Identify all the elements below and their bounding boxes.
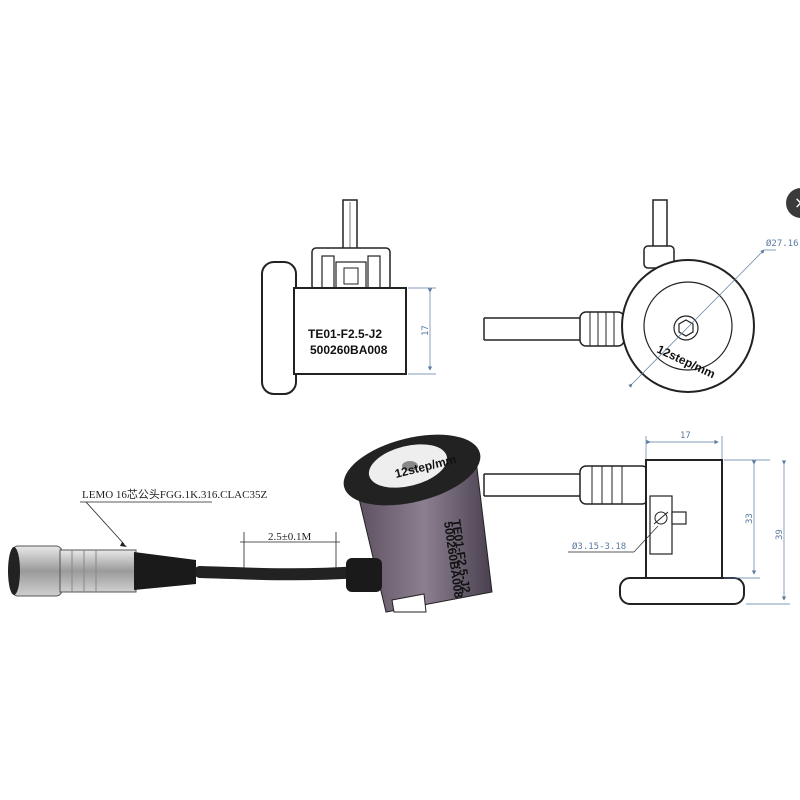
bottom-view: 17 33 39 Ø3.15-3.18: [483, 431, 790, 605]
bottom-height-dim-inner: 33: [745, 513, 755, 524]
photo-encoder-body: TE01-F2.5-J2 500260BA008 12step/mm: [343, 434, 493, 613]
front-view: TE01-F2.5-J2 500260BA008 17: [261, 199, 436, 395]
bottom-hole-dim: Ø3.15-3.18: [572, 541, 626, 552]
product-photo: LEMO 16芯公头FGG.1K.316.CLAC35Z 2.5±0.1M TE…: [8, 434, 493, 613]
close-button[interactable]: ×: [786, 188, 800, 218]
photo-cable-dim: 2.5±0.1M: [268, 531, 312, 543]
front-body: [293, 287, 407, 375]
bottom-height-dim-outer: 39: [775, 529, 785, 540]
connector-callout: LEMO 16芯公头FGG.1K.316.CLAC35Z: [82, 487, 267, 501]
front-height-dim: 17: [421, 325, 431, 336]
hex-socket-icon: [678, 319, 694, 337]
photo-lemo-connector: [8, 545, 196, 597]
front-label-line1: TE01-F2.5-J2: [308, 327, 382, 341]
bottom-cable-sleeve: [579, 465, 649, 505]
front-wheel: [261, 261, 297, 395]
front-label-line2: 500260BA008: [310, 343, 388, 357]
side-view: 12step/mm Ø27.16: [483, 199, 799, 393]
side-cable-sleeve: [579, 311, 625, 347]
bottom-width-dim: 17: [680, 431, 691, 441]
bottom-wheel: [619, 577, 745, 605]
photo-cable: [194, 566, 366, 581]
side-diameter-dim: Ø27.16: [766, 238, 799, 249]
